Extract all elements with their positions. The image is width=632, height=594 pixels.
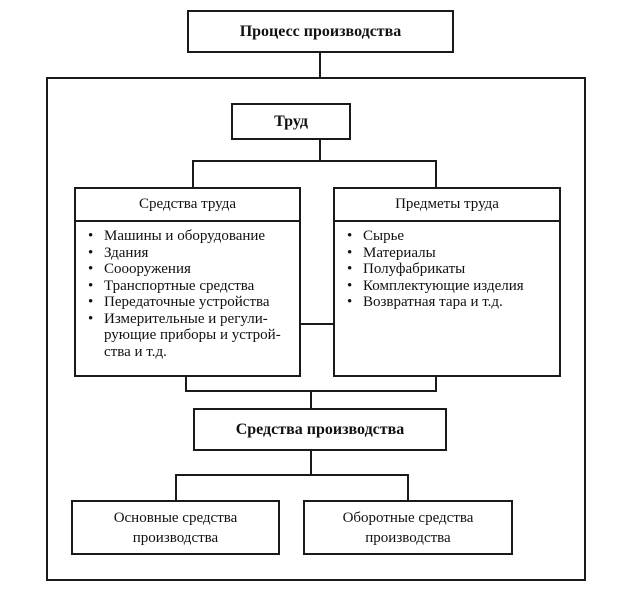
root-process-box: Процесс производства — [187, 10, 454, 53]
fixed-assets-line2: производства — [132, 529, 219, 546]
list-item: • Измерительные и регули-рующие приборы и… — [86, 311, 293, 361]
list-item-text: ства и т.д. — [104, 343, 167, 360]
connector-production-right — [407, 474, 409, 501]
connector-production-branch — [175, 474, 409, 476]
bullet-icon: • — [88, 228, 94, 244]
list-item: • Соооружения — [86, 261, 293, 278]
bullet-icon: • — [88, 277, 94, 294]
connector-cards-middle — [300, 323, 334, 325]
means-of-labor-list: • Машины и оборудование • Здания • Соооружени… — [76, 222, 299, 360]
outer-frame — [46, 77, 586, 581]
connector-join-stem — [310, 390, 312, 409]
labor-box: Труд — [231, 103, 351, 140]
list-item: • Здания — [86, 245, 293, 262]
fixed-assets-box: Основные средства производства — [71, 500, 280, 555]
objects-of-labor-card: Предметы труда • Сырье • Материалы • Полуфабр… — [333, 187, 561, 377]
means-of-production-label: Средства производства — [235, 420, 405, 438]
bullet-icon: • — [88, 261, 94, 277]
list-item-text: Сырье — [363, 228, 405, 244]
bullet-icon: • — [347, 244, 353, 261]
list-item-text: Комплектующие изделия — [363, 277, 524, 294]
connector-labor-left — [192, 160, 194, 188]
list-item-text: рующие приборы и устрой- — [104, 327, 281, 343]
working-capital-line1: Оборотные средства — [342, 509, 474, 526]
list-item: • Полуфабрикаты — [345, 261, 553, 278]
bullet-icon: • — [347, 228, 353, 244]
fixed-assets-line1: Основные средства — [113, 509, 238, 526]
connector-root-to-frame — [319, 52, 321, 78]
connector-labor-right — [435, 160, 437, 188]
connector-left-card-down — [185, 376, 187, 392]
list-item: • Передаточные устройства — [86, 294, 293, 311]
list-item: • Транспортные средства — [86, 278, 293, 295]
bullet-icon: • — [88, 310, 94, 327]
labor-label: Труд — [274, 112, 308, 130]
list-item: • Сырье — [345, 228, 553, 245]
list-item: • Материалы — [345, 245, 553, 262]
connector-production-stem — [310, 450, 312, 475]
root-process-label: Процесс производства — [239, 22, 402, 40]
list-item: • Комплектующие изделия — [345, 278, 553, 295]
list-item-text: Полуфабрикаты — [363, 261, 466, 277]
bullet-icon: • — [347, 294, 353, 310]
bullet-icon: • — [88, 294, 94, 310]
connector-labor-stem — [319, 139, 321, 161]
list-item-text: Транспортные средства — [104, 277, 255, 294]
working-capital-box: Оборотные средства производства — [303, 500, 513, 555]
bullet-icon: • — [88, 244, 94, 261]
list-item-text: Машины и оборудование — [104, 228, 266, 244]
working-capital-line2: производства — [365, 529, 451, 546]
means-of-labor-title: Средства труда — [76, 189, 299, 222]
list-item: • Машины и оборудование — [86, 228, 293, 245]
connector-right-card-down — [435, 376, 437, 392]
objects-of-labor-list: • Сырье • Материалы • Полуфабрикаты • Комплекту… — [335, 222, 559, 311]
list-item-text: Измерительные и регули- — [104, 310, 268, 327]
list-item-text: Материалы — [363, 244, 436, 261]
bullet-icon: • — [347, 261, 353, 277]
objects-of-labor-title: Предметы труда — [335, 189, 559, 222]
means-of-labor-title-text: Средства труда — [139, 196, 236, 212]
connector-production-left — [175, 474, 177, 501]
list-item-text: Возвратная тара и т.д. — [363, 294, 503, 310]
means-of-production-box: Средства производства — [193, 408, 447, 451]
list-item: • Возвратная тара и т.д. — [345, 294, 553, 311]
means-of-labor-card: Средства труда • Машины и оборудование • Зд… — [74, 187, 301, 377]
list-item-text: Соооружения — [104, 261, 191, 277]
list-item-text: Передаточные устройства — [104, 294, 270, 310]
bullet-icon: • — [347, 277, 353, 294]
connector-labor-branch — [192, 160, 437, 162]
objects-of-labor-title-text: Предметы труда — [395, 196, 499, 212]
list-item-text: Здания — [104, 244, 149, 261]
